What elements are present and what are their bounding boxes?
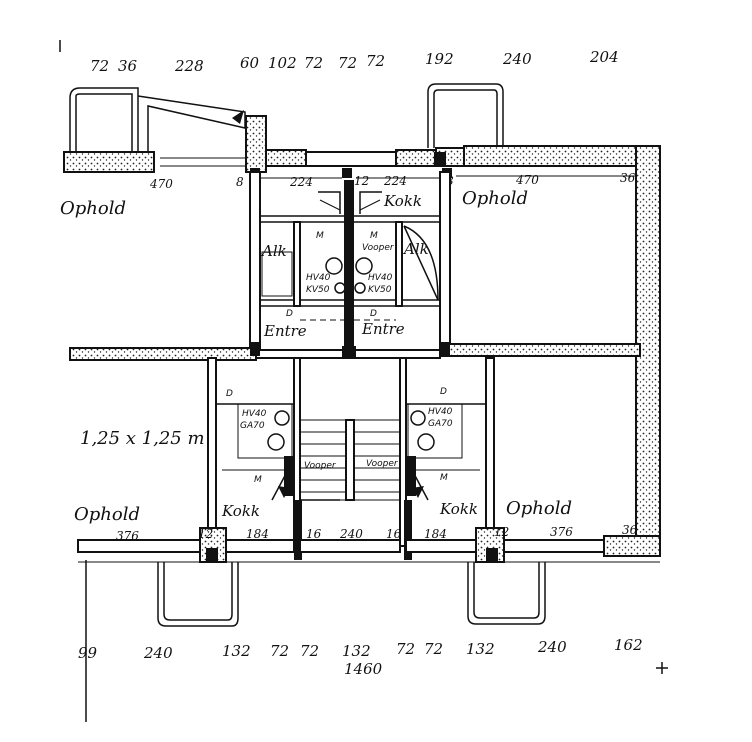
bottom-dim-10: 240 (537, 638, 567, 656)
label-hv40-4: HV40 (428, 407, 453, 417)
label-kv50-2: KV50 (368, 285, 392, 295)
upper-dim-7: 470 (515, 173, 539, 187)
lower-dim-7: 184 (424, 527, 447, 541)
label-ga70-2: GA70 (428, 419, 453, 429)
bottom-dim-11: 162 (614, 636, 643, 654)
upper-balconies (69, 83, 504, 155)
lower-dim-10: 36 (622, 523, 638, 537)
lower-dim-2: 12 (198, 527, 213, 541)
top-dim-8: 72 (366, 52, 385, 70)
room-label-kokk-bottom-right: Kokk (439, 500, 478, 518)
label-kv50-1: KV50 (306, 285, 330, 295)
label-m-3: M (254, 475, 262, 485)
upper-walls (63, 115, 661, 557)
upper-dim-4: 12 (354, 174, 369, 188)
label-hv40-3: HV40 (242, 409, 267, 419)
upper-dim-1: 470 (149, 177, 173, 191)
top-dim-7: 72 (338, 54, 357, 72)
room-label-ophold-top-right: Ophold (462, 188, 528, 209)
top-dim-4: 60 (240, 54, 260, 72)
lower-dimension-row: 376 12 184 16 240 16 184 12 376 36 (116, 523, 638, 543)
top-dim-6: 72 (304, 54, 323, 72)
room-label-alk-left: Alk (260, 242, 287, 260)
bottom-dimension-row: 99 240 132 72 72 132 72 72 132 240 162 1… (78, 636, 668, 678)
label-d-4: D (440, 387, 447, 397)
top-dim-11: 204 (589, 48, 619, 66)
upper-interior (249, 171, 451, 353)
lower-dim-3: 184 (246, 527, 269, 541)
label-ga70-1: GA70 (240, 421, 265, 431)
room-label-ophold-bottom-right: Ophold (506, 498, 572, 519)
room-label-entre-right: Entre (361, 320, 405, 338)
label-m-2: M (370, 231, 378, 241)
room-label-alk-right: Alk (402, 240, 429, 258)
bottom-dim-5: 72 (300, 642, 319, 660)
upper-dim-5: 224 (383, 174, 407, 188)
lower-walls (77, 527, 661, 563)
lower-balconies (157, 562, 546, 627)
label-hv40-2: HV40 (368, 273, 393, 283)
lower-interior (207, 357, 495, 560)
bottom-dim-2: 240 (143, 644, 173, 662)
lower-dim-1: 376 (116, 529, 139, 543)
room-label-kokk-top: Kokk (383, 192, 422, 210)
top-dim-9: 192 (425, 50, 454, 68)
bottom-dim-1: 99 (78, 644, 98, 662)
top-dim-5: 102 (268, 54, 297, 72)
upper-inner-dims: 470 8 224 12 224 8 470 36 (149, 171, 636, 191)
lower-dim-8: 12 (494, 525, 509, 539)
top-dim-1: 72 (90, 57, 109, 75)
label-m-1: M (316, 231, 324, 241)
upper-dim-8: 36 (620, 171, 636, 185)
lower-dim-9: 376 (550, 525, 573, 539)
top-dimension-row: 72 36 228 60 102 72 72 72 192 240 204 (90, 48, 619, 75)
bottom-dim-6: 132 (342, 642, 371, 660)
bottom-dim-7: 72 (396, 640, 415, 658)
upper-dim-2: 8 (236, 175, 244, 189)
bottom-dim-3: 132 (222, 642, 251, 660)
label-vooper-2: Vooper (304, 461, 337, 471)
label-m-4: M (440, 473, 448, 483)
label-d-2: D (370, 309, 377, 319)
top-dim-3: 228 (174, 57, 204, 75)
upper-dim-3: 224 (289, 175, 313, 189)
lower-dim-5: 240 (339, 527, 363, 541)
label-vooper-1: Vooper (362, 243, 395, 253)
room-label-entre-left: Entre (263, 322, 307, 340)
top-dim-2: 36 (118, 57, 138, 75)
room-label-kokk-bottom-left: Kokk (221, 502, 260, 520)
bottom-dim-4: 72 (270, 642, 289, 660)
room-label-ophold-top-left: Ophold (60, 198, 126, 219)
room-label-ophold-bottom-left: Ophold (74, 504, 140, 525)
top-dim-10: 240 (502, 50, 532, 68)
bottom-dim-8: 72 (424, 640, 443, 658)
lower-dim-4: 16 (306, 527, 322, 541)
stair-size-note: 1,25 x 1,25 m (80, 428, 205, 449)
middle-wall (69, 342, 641, 361)
label-d-3: D (226, 389, 233, 399)
lower-dim-6: 16 (386, 527, 402, 541)
label-hv40-1: HV40 (306, 273, 331, 283)
total-dimension: 1460 (344, 660, 383, 678)
label-d-1: D (286, 309, 293, 319)
label-vooper-3: Vooper (366, 459, 399, 469)
bottom-dim-9: 132 (466, 640, 495, 658)
